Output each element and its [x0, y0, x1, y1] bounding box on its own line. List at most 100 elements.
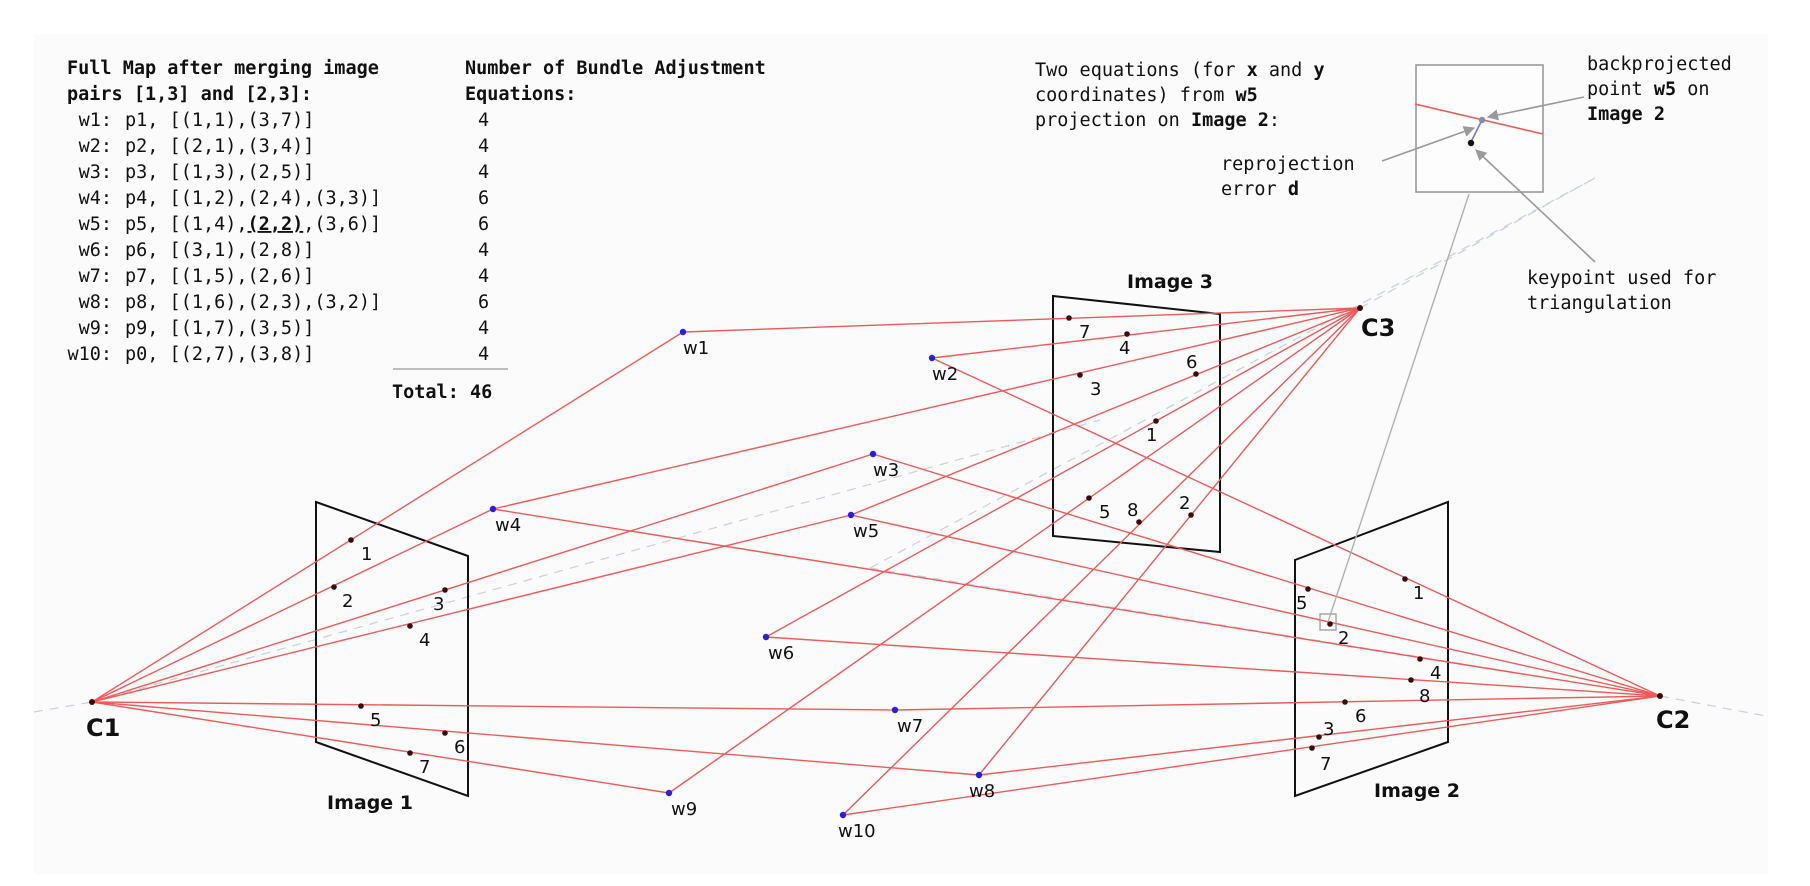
- inset-caption-line: projection on Image 2:: [1035, 110, 1280, 131]
- keypoint-image3-label: 8: [1127, 500, 1138, 521]
- world-point-w6: [762, 633, 770, 641]
- keypoint-image1-marker: [442, 730, 448, 736]
- ray-c1-w7: [91, 701, 896, 711]
- keypoint-marker: [1467, 139, 1475, 147]
- world-point-label: w10: [838, 821, 876, 842]
- equations-title-line-2: Equations:: [465, 84, 576, 105]
- keypoint-image1-marker: [442, 587, 448, 593]
- camera-c1-center: [89, 699, 95, 705]
- map-row-observations: p6, [(3,1),(2,8)]: [125, 240, 314, 261]
- world-point-w10: [839, 811, 847, 819]
- map-row-equation-count: 4: [478, 344, 489, 365]
- world-point-w9: [665, 789, 673, 797]
- map-row-label: w1:: [79, 110, 112, 131]
- keypoint-image3-marker: [1086, 495, 1092, 501]
- inset-caption-line: coordinates) from w5: [1035, 85, 1258, 106]
- keypoint-image3-marker: [1066, 315, 1072, 321]
- map-row-equation-count: 6: [478, 188, 489, 209]
- image-1-title: Image 1: [327, 792, 413, 814]
- map-row-equation-count: 4: [478, 318, 489, 339]
- guide-line: [91, 419, 1101, 703]
- keypoint-image3-marker: [1188, 512, 1194, 518]
- backprojected-label-line: backprojected: [1587, 54, 1732, 75]
- keypoint-arrow: [1475, 149, 1596, 263]
- keypoint-image1-label: 4: [419, 630, 430, 651]
- keypoint-image3-marker: [1193, 371, 1199, 377]
- keypoint-image2-marker: [1417, 656, 1423, 662]
- guide-line: [869, 177, 1596, 569]
- zoom-connector: [1327, 193, 1470, 623]
- map-row-observations: p9, [(1,7),(3,5)]: [125, 318, 314, 339]
- map-row-equation-count: 4: [478, 136, 489, 157]
- map-row-label: w7:: [79, 266, 112, 287]
- world-point-w7: [891, 706, 899, 714]
- camera-c3-center: [1357, 305, 1363, 311]
- camera-c3-label: C3: [1361, 314, 1395, 342]
- keypoint-image1-marker: [358, 703, 364, 709]
- reprojection-arrow: [1381, 126, 1476, 162]
- map-row-label: w6:: [79, 240, 112, 261]
- keypoint-image1-label: 7: [419, 757, 430, 778]
- map-row-observations: p8, [(1,6),(2,3),(3,2)]: [125, 292, 381, 313]
- keypoint-image3-label: 7: [1079, 322, 1090, 343]
- image-2-frame: [1294, 500, 1449, 798]
- keypoint-image2-label: 3: [1323, 719, 1334, 740]
- ray-c3-w1: [682, 307, 1361, 333]
- world-point-label: w5: [853, 521, 879, 542]
- keypoint-image2-label: 4: [1430, 663, 1441, 684]
- keypoint-image1-label: 2: [342, 591, 353, 612]
- world-point-w4: [489, 505, 497, 513]
- ray-c2-w2: [931, 357, 1661, 697]
- ray-c2-w10: [842, 695, 1661, 816]
- keypoint-image3-marker: [1153, 418, 1159, 424]
- backprojected-point: [1478, 116, 1486, 124]
- camera-c2-label: C2: [1656, 706, 1690, 734]
- map-row-label: w10:: [67, 344, 112, 365]
- total-label: Total: 46: [392, 382, 492, 403]
- ray-c1-w5: [91, 514, 852, 703]
- keypoint-image3-label: 4: [1119, 338, 1130, 359]
- world-point-w1: [679, 328, 687, 336]
- map-row-observations: p1, [(1,1),(3,7)]: [125, 110, 314, 131]
- reprojection-label-line: error d: [1221, 179, 1299, 200]
- map-row-observations: p2, [(2,1),(3,4)]: [125, 136, 314, 157]
- map-row-equation-count: 6: [478, 214, 489, 235]
- keypoint-image2-marker: [1402, 576, 1408, 582]
- map-row-label: w5:: [79, 214, 112, 235]
- keypoint-image2-marker: [1327, 621, 1333, 627]
- guide-line: [1659, 695, 1767, 717]
- backprojected-label-line: Image 2: [1587, 104, 1665, 125]
- inset-box: [1415, 64, 1544, 193]
- reprojection-inset: [1319, 64, 1596, 631]
- map-row-equation-count: 4: [478, 266, 489, 287]
- map-row-label: w8:: [79, 292, 112, 313]
- keypoint-image2-label: 8: [1419, 686, 1430, 707]
- camera-c1-label: C1: [86, 714, 120, 742]
- ray-c3-w9: [668, 307, 1361, 794]
- image-planes: [315, 294, 1449, 798]
- ray-c3-w10: [842, 307, 1361, 816]
- world-point-label: w4: [495, 515, 521, 536]
- keypoint-image3-marker: [1136, 519, 1142, 525]
- keypoint-image1-label: 6: [454, 737, 465, 758]
- world-point-w5: [847, 511, 855, 519]
- world-point-label: w9: [671, 799, 697, 820]
- map-row-observations: p5, [(1,4),(2,2),(3,6)]: [125, 214, 381, 235]
- ray-c3-w4: [492, 307, 1361, 510]
- ray-c3-w2: [931, 307, 1361, 359]
- keypoint-image2-label: 1: [1413, 583, 1424, 604]
- map-row-label: w2:: [79, 136, 112, 157]
- image-3-frame: [1052, 294, 1221, 554]
- keypoint-image2-label: 7: [1320, 754, 1331, 775]
- camera-c2-center: [1657, 693, 1663, 699]
- ray-c2-w6: [765, 636, 1661, 697]
- reprojection-error-segment: [1470, 119, 1483, 143]
- world-point-w8: [975, 771, 983, 779]
- map-row-label: w4:: [79, 188, 112, 209]
- map-row-observations: p3, [(1,3),(2,5)]: [125, 162, 314, 183]
